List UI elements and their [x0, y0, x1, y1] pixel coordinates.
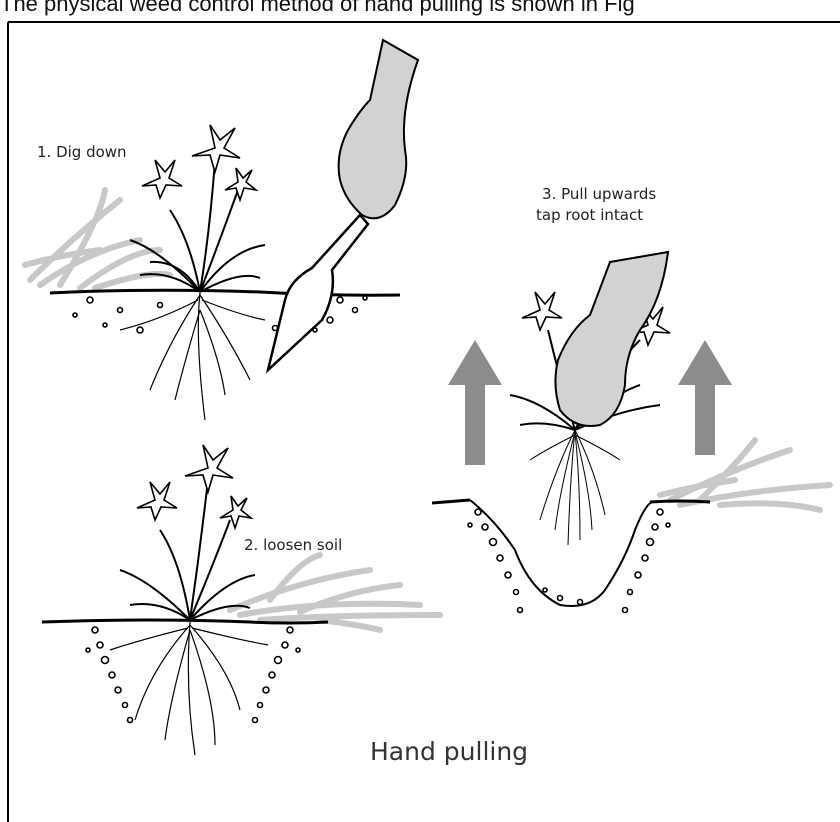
flower-icon	[522, 292, 562, 330]
step3-hole-outline	[470, 500, 652, 606]
step1-ground-line	[50, 290, 400, 295]
flower-icon	[142, 160, 182, 198]
flower-icon	[185, 445, 233, 492]
step3-pulled-roots	[530, 430, 620, 545]
step2-roots	[110, 622, 268, 755]
step2-background-grass	[230, 555, 440, 630]
step3-pull-upwards-scene	[432, 252, 830, 613]
step3-background-grass	[660, 440, 830, 510]
step1-flowers	[142, 125, 256, 200]
step3-label-line2: tap root intact	[536, 206, 643, 224]
flower-icon	[192, 125, 240, 172]
step2-loosen-soil-scene	[42, 445, 440, 755]
step1-gloved-hand	[339, 40, 418, 218]
step1-roots	[120, 293, 265, 420]
step2-flowers	[137, 445, 251, 528]
arrow-up-icon	[678, 340, 732, 455]
figure-title: Hand pulling	[370, 737, 528, 766]
step3-ground-line-right	[650, 501, 710, 502]
step3-ground-line	[432, 500, 470, 503]
flower-icon	[137, 482, 177, 520]
step2-soil-pebbles	[86, 627, 300, 723]
step1-dig-down-scene	[25, 40, 418, 420]
step1-label: 1. Dig down	[37, 143, 127, 161]
arrow-up-icon	[448, 340, 502, 465]
flower-icon	[225, 168, 256, 200]
step2-label: 2. loosen soil	[244, 536, 342, 554]
flower-icon	[220, 496, 251, 528]
step3-label-line1: 3. Pull upwards	[542, 185, 656, 203]
